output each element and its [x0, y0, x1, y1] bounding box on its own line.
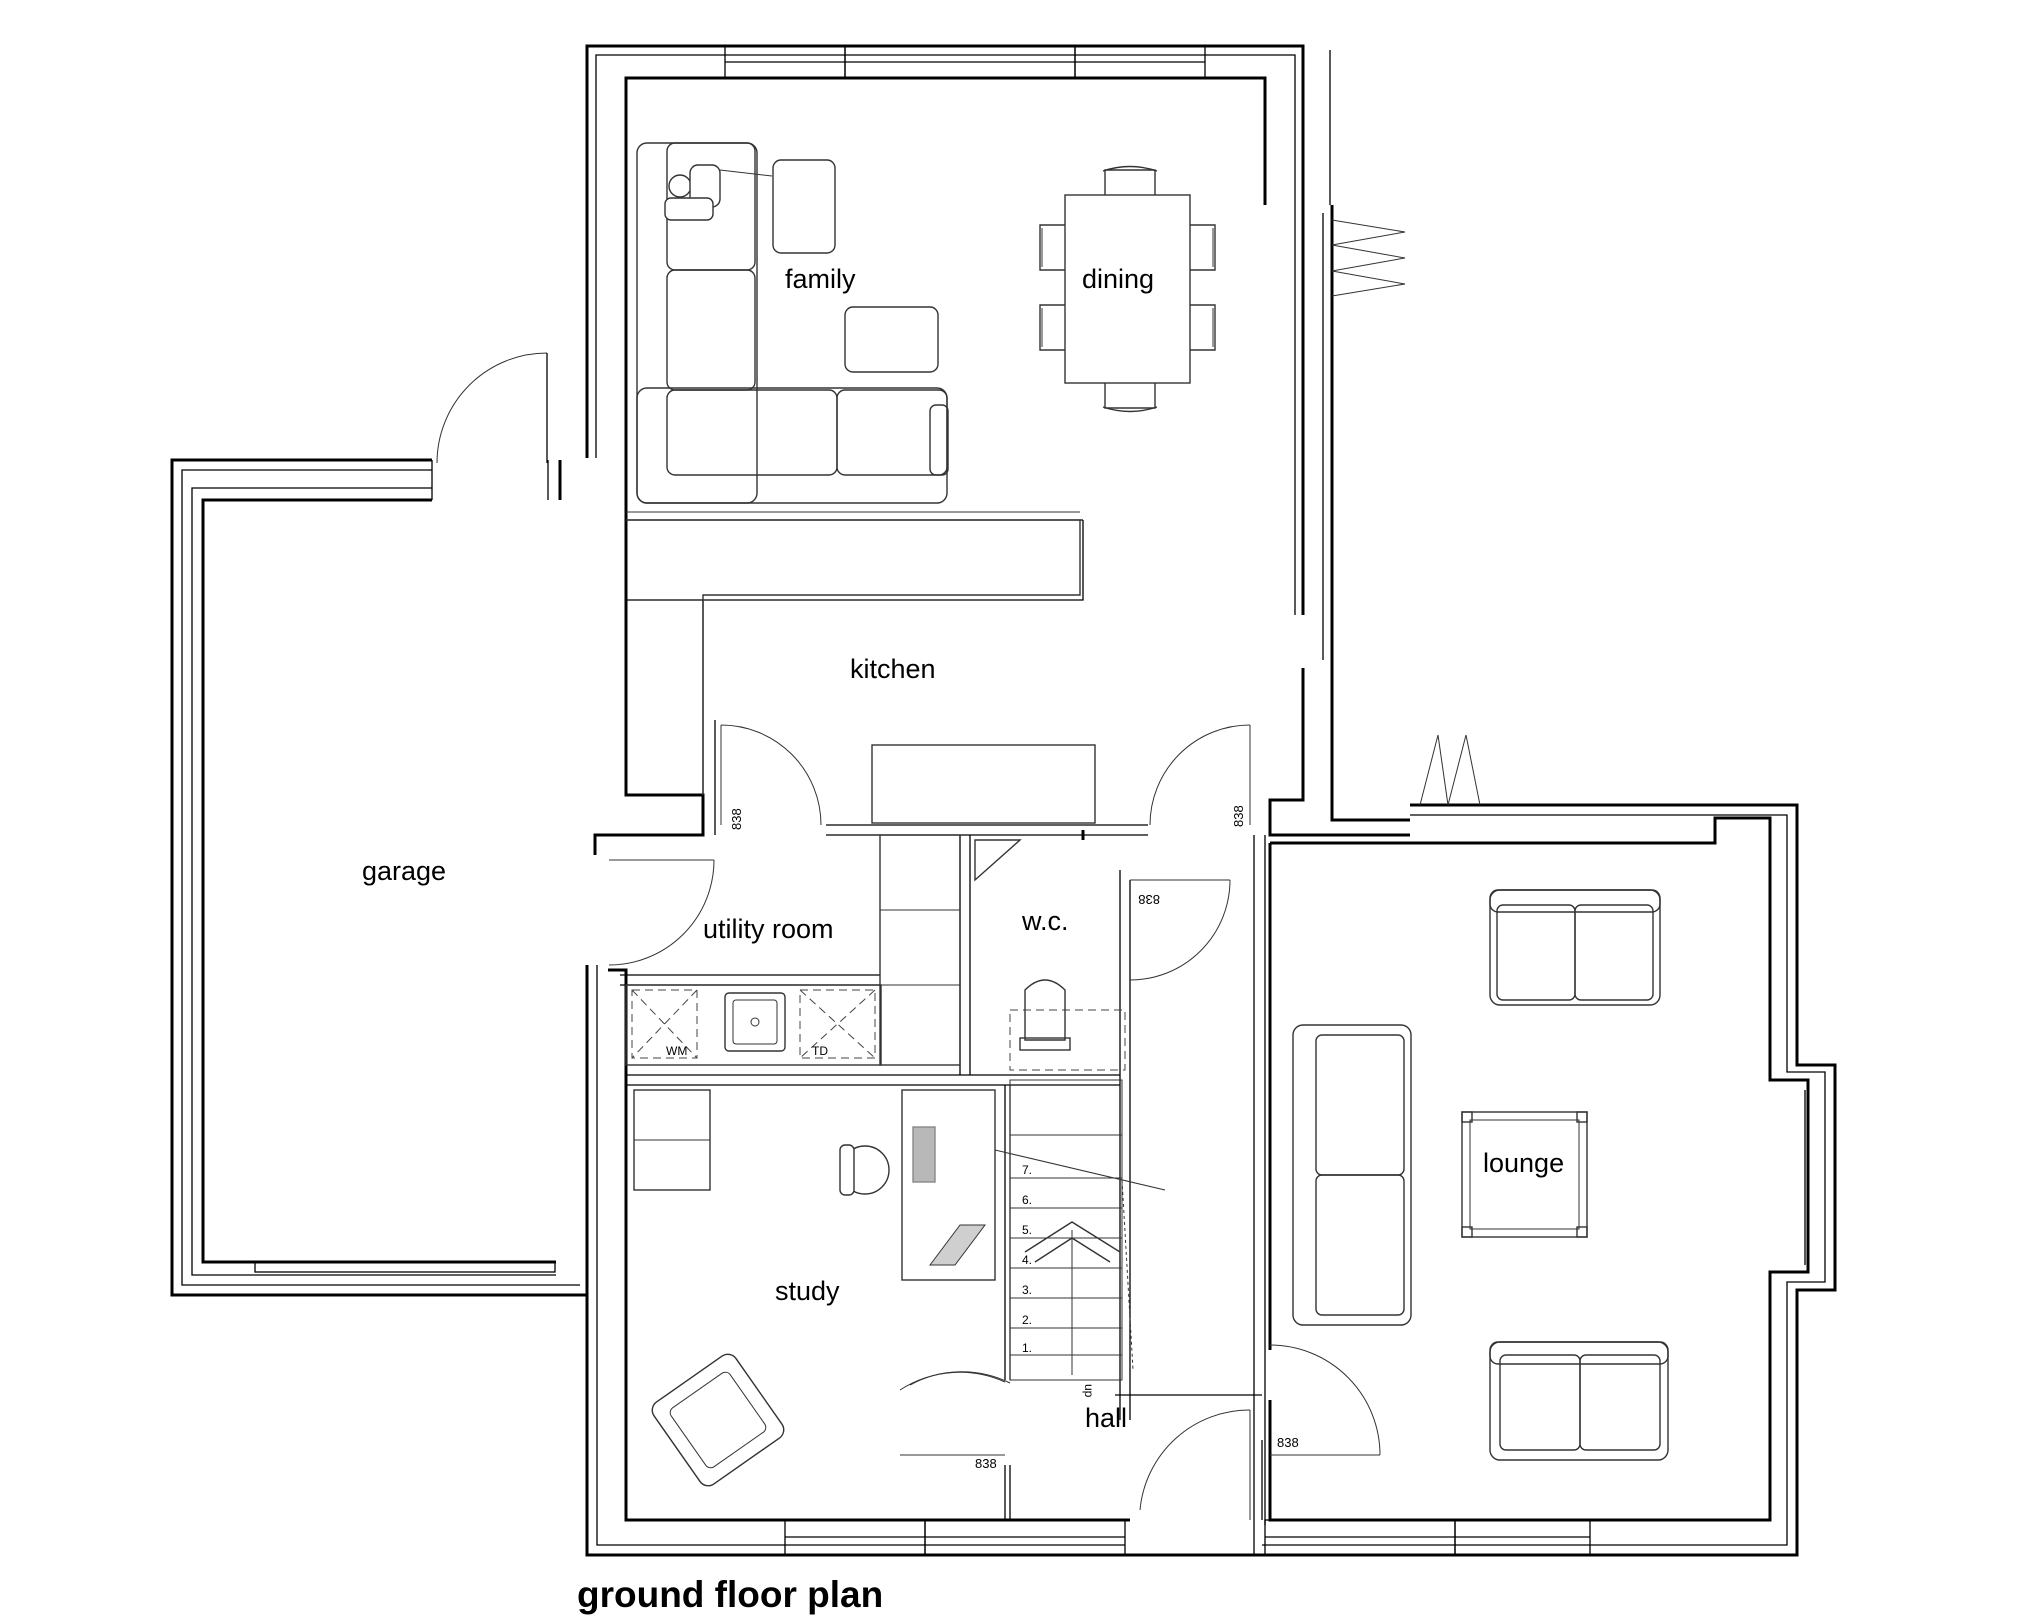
exterior-walls — [585, 44, 1837, 1557]
label-garage: garage — [362, 856, 446, 886]
stair-step: 3. — [1022, 1283, 1032, 1297]
label-tumble-dryer: TD — [812, 1044, 828, 1058]
stair-step: 7. — [1022, 1163, 1032, 1177]
wc-fixtures — [974, 839, 1126, 1071]
dim-wc-door: 838 — [1138, 892, 1160, 907]
plan-title: ground floor plan — [577, 1574, 883, 1615]
label-lounge: lounge — [1483, 1148, 1564, 1178]
lounge-furniture — [1292, 889, 1669, 1461]
study-furniture — [633, 1089, 1166, 1487]
dim-study-door: 838 — [975, 1456, 997, 1471]
garage-walls — [170, 352, 587, 1297]
label-washing-machine: WM — [666, 1044, 687, 1058]
utility-units — [625, 834, 961, 1066]
door-swings — [608, 724, 1381, 1520]
label-hall: hall — [1085, 1403, 1127, 1433]
stair-step: 4. — [1022, 1253, 1032, 1267]
stair-step-labels: 1. 2. 3. 4. 5. 6. 7. up — [1022, 1163, 1096, 1398]
label-family: family — [785, 264, 856, 294]
room-labels: family dining kitchen garage utility roo… — [362, 264, 1564, 1433]
label-wc: w.c. — [1021, 906, 1069, 936]
label-dining: dining — [1082, 264, 1154, 294]
family-seated-person — [664, 164, 773, 221]
dim-utility-door: 838 — [729, 808, 744, 830]
stair-direction: up — [1082, 1384, 1096, 1398]
family-tables — [772, 159, 939, 373]
stair-step: 6. — [1022, 1193, 1032, 1207]
appliance-labels: WM TD — [666, 1044, 828, 1058]
stair-step: 5. — [1022, 1223, 1032, 1237]
stairs — [1009, 1079, 1134, 1381]
kitchen-units — [626, 511, 1096, 824]
dim-lounge-door: 838 — [1277, 1435, 1299, 1450]
label-kitchen: kitchen — [850, 654, 936, 684]
internal-walls — [620, 519, 1266, 1555]
dim-hall-door: 838 — [1231, 805, 1246, 827]
stair-step: 1. — [1022, 1341, 1032, 1355]
family-sofa — [636, 142, 949, 504]
label-utility-room: utility room — [703, 914, 834, 944]
dimension-labels: 838 838 838 838 838 — [729, 805, 1299, 1471]
stair-step: 2. — [1022, 1313, 1032, 1327]
label-study: study — [775, 1276, 840, 1306]
windows — [724, 45, 1806, 1556]
dining-table — [1039, 165, 1216, 413]
